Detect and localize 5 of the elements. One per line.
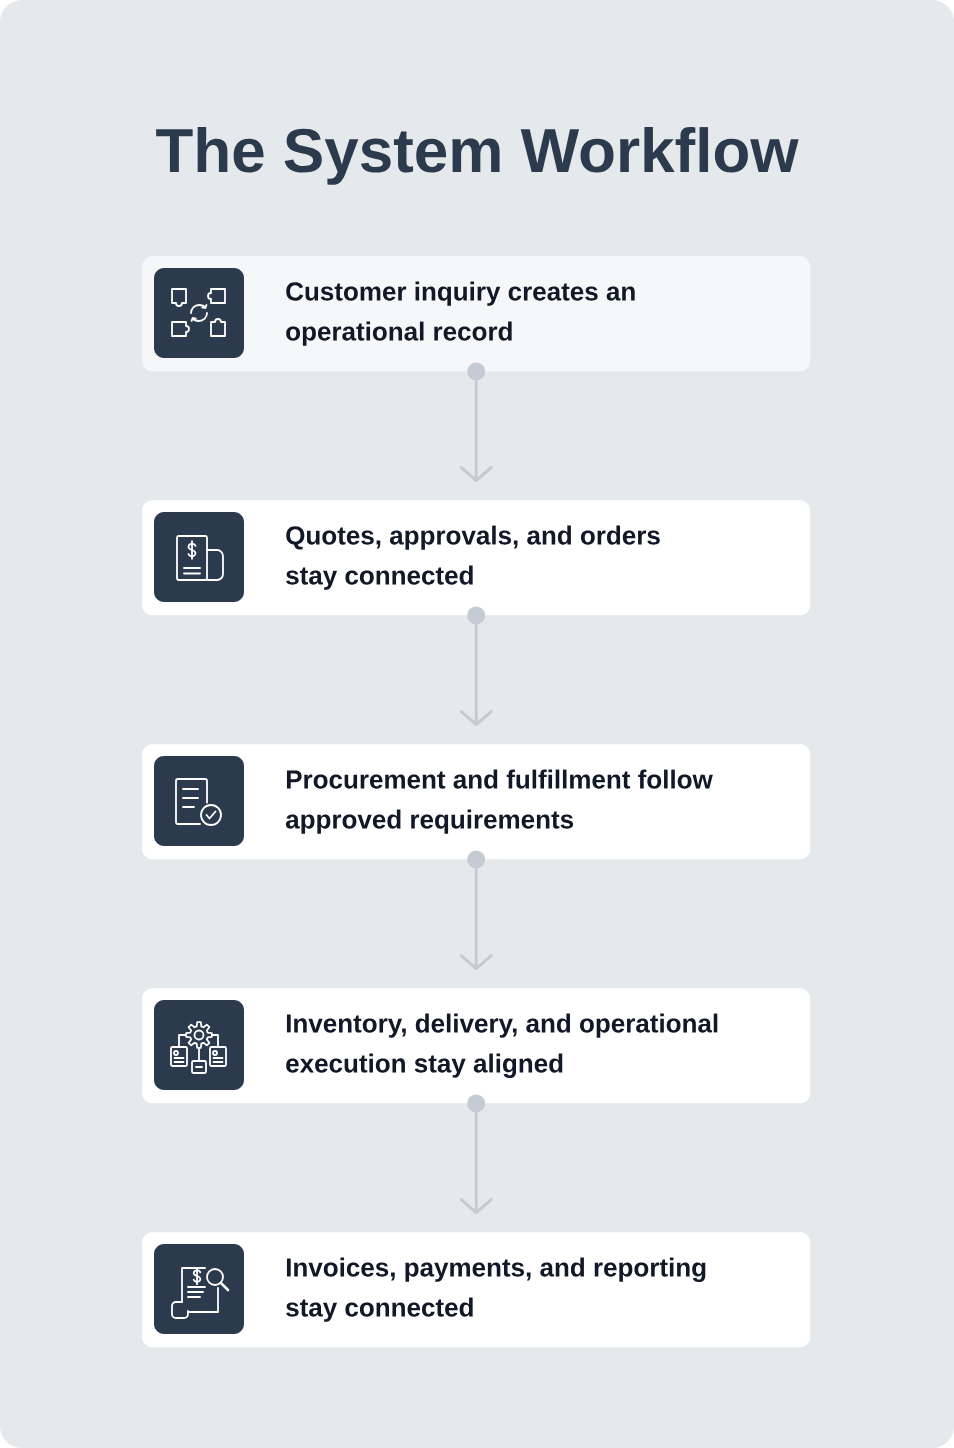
arrow — [459, 362, 493, 482]
title: The System Workflow — [156, 127, 799, 185]
arrow — [459, 1094, 493, 1214]
arrow — [459, 606, 493, 726]
arrow — [459, 850, 493, 970]
